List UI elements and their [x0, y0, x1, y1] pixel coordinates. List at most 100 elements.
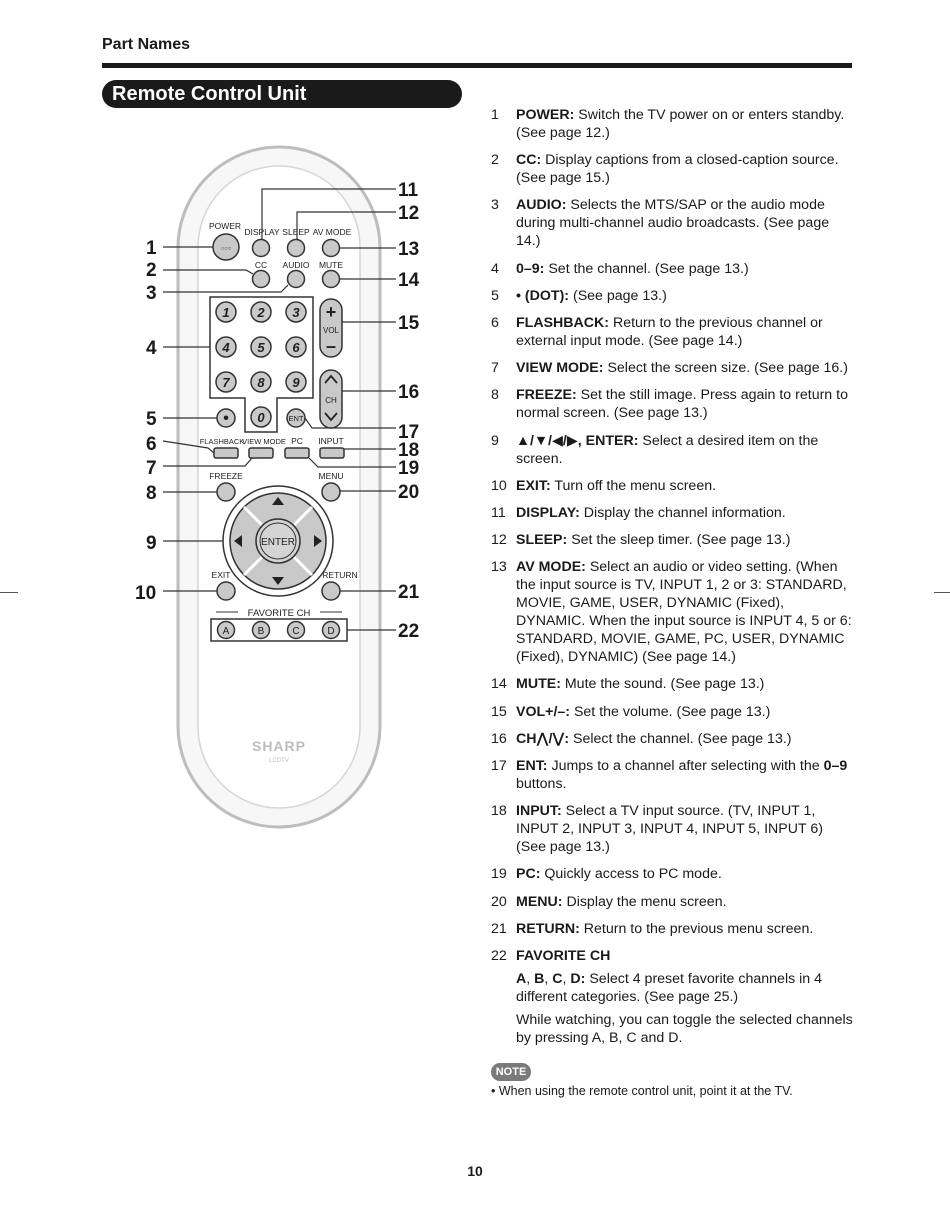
item-text: Turn off the menu screen. [550, 477, 717, 494]
digit-label: 3 [292, 305, 300, 320]
left-arrow-icon [234, 535, 242, 547]
registration-mark-right [934, 592, 950, 593]
item-number: 6 [491, 314, 499, 331]
item-term: EXIT: [516, 477, 551, 494]
page-title: Remote Control Unit [102, 80, 462, 108]
item-number: 17 [491, 758, 507, 774]
down-arrow-icon [272, 577, 284, 585]
item-text: (See page 13.) [569, 287, 667, 304]
ch-label: CH [325, 396, 337, 405]
audio-label: AUDIO [283, 260, 310, 270]
item-term: DISPLAY: [516, 504, 580, 521]
item-term: VOL+/–: [516, 703, 571, 720]
item-term: AV MODE: [516, 559, 586, 576]
input-label: INPUT [318, 436, 344, 446]
power-label: POWER [209, 221, 241, 231]
callout-15: 15 [398, 313, 420, 334]
flashback-label: FLASHBACK [200, 437, 245, 446]
item-text: Select the channel. (See page 13.) [569, 730, 792, 747]
list-item: 13 AV MODE: Select an audio or video sett… [491, 558, 856, 666]
item-term: AUDIO: [516, 197, 567, 214]
ch-down-icon [324, 412, 338, 422]
digit-button [285, 301, 307, 323]
item-term: ▲/▼/◀/▶, ENTER: [516, 432, 639, 449]
power-dots: ○○○ [221, 246, 232, 252]
note-badge: NOTE [491, 1063, 531, 1081]
digit-button [250, 301, 272, 323]
item-text: Set the still image. Press again to retu… [516, 387, 848, 422]
item-number: 18 [491, 803, 507, 820]
favorite-b-term: B [534, 970, 545, 987]
input-button [319, 447, 345, 459]
cc-button [251, 269, 271, 289]
exit-button [216, 581, 236, 601]
callout-1: 1 [146, 238, 157, 259]
list-item: 6 FLASHBACK: Return to the previous chann… [491, 314, 856, 350]
freeze-button [216, 482, 236, 502]
up-arrow-icon [272, 497, 284, 505]
callout-12: 12 [398, 203, 419, 224]
remote-control-illustration: POWER ○○○ DISPLAY SLEEP AV MODE CC AUDIO… [135, 145, 420, 829]
item-term: MENU: [516, 893, 563, 910]
item-number: 12 [491, 532, 507, 549]
item-text: Select an audio or video setting. (When … [516, 559, 852, 666]
item-text: Display captions from a closed-caption s… [516, 152, 839, 187]
item-text: Quickly access to PC mode. [540, 866, 722, 883]
favorite-ch-label: FAVORITE CH [248, 608, 311, 619]
item-term: FAVORITE CH [516, 947, 611, 964]
callout-2: 2 [146, 260, 157, 281]
menu-button [321, 482, 341, 502]
model-label: LCDTV [269, 758, 289, 764]
brand-logo: SHARP [252, 738, 306, 754]
item-term: PC: [516, 866, 541, 883]
digit-label: 5 [257, 340, 265, 355]
vol-minus: – [326, 336, 336, 356]
item-number: 4 [491, 260, 499, 277]
vol-rocker [319, 298, 343, 358]
item-text: Switch the TV power on or enters standby… [516, 107, 845, 141]
mute-label: MUTE [319, 260, 343, 270]
sleep-label: SLEEP [282, 227, 310, 237]
return-button [321, 581, 341, 601]
item-text: Display the channel information. [579, 504, 786, 521]
favorite-label: C [292, 626, 299, 637]
digit-label: 1 [222, 305, 229, 320]
digit-button [250, 371, 272, 393]
callout-7: 7 [146, 458, 157, 479]
item-number: 13 [491, 559, 507, 576]
digit-label: 6 [292, 340, 300, 355]
item-text: Jumps to a channel after selecting with … [547, 758, 824, 774]
digit-label: 0 [257, 410, 265, 425]
callout-5: 5 [146, 409, 157, 430]
digit-label: 4 [221, 340, 230, 355]
item-text: Return to the previous channel or extern… [516, 314, 823, 349]
callout-14: 14 [398, 270, 420, 291]
freeze-label: FREEZE [209, 471, 243, 481]
item-text: Select 4 preset favorite channels in 4 d… [516, 970, 823, 1005]
digit-label: 9 [292, 375, 300, 390]
view-mode-label: VIEW MODE [242, 437, 286, 446]
enter-label: ENTER [261, 537, 295, 548]
pc-button [284, 447, 310, 459]
flashback-button [213, 447, 239, 459]
item-term: FLASHBACK: [516, 314, 609, 331]
display-button [251, 238, 271, 258]
callout-17: 17 [398, 422, 419, 443]
item-number: 21 [491, 920, 507, 937]
vol-label: VOL [323, 326, 340, 335]
cc-label: CC [255, 260, 267, 270]
mute-button [321, 269, 341, 289]
digit-button [250, 336, 272, 358]
item-paragraph: While watching, you can toggle the selec… [516, 1011, 853, 1046]
callout-18: 18 [398, 440, 419, 461]
favorite-b-button [251, 620, 271, 640]
favorite-label: A [223, 626, 230, 637]
